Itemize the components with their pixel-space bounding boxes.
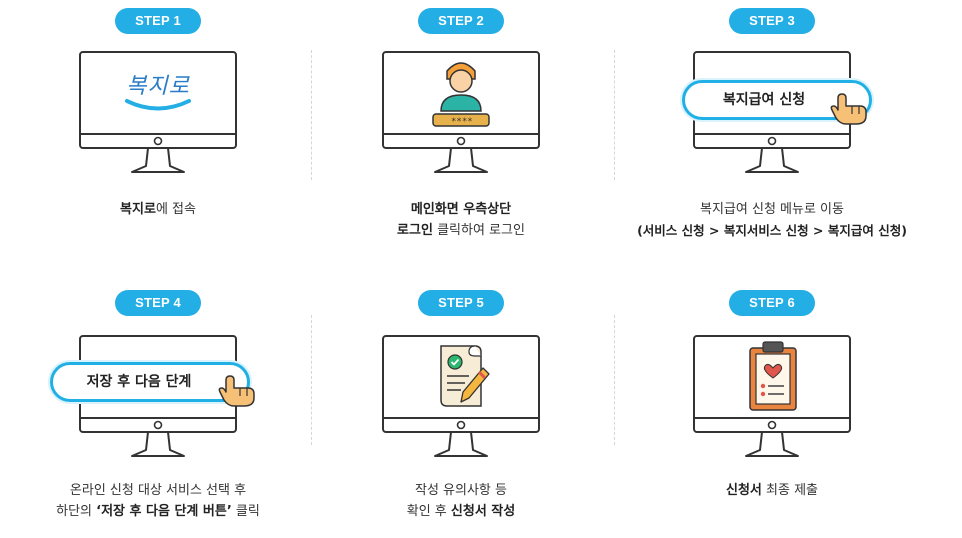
step-badge: STEP 3 (729, 8, 815, 34)
step-caption: 복지로에 접속 (8, 199, 308, 220)
column-divider (614, 50, 615, 180)
caption-text: 최종 제출 (761, 483, 818, 498)
caption-text: 에 접속 (155, 202, 196, 217)
clipboard-heart-icon (749, 341, 797, 411)
user-login-icon: **** (432, 62, 490, 127)
step-caption: 신청서 최종 제출 (622, 480, 922, 501)
caption-text: 복지급여 신청 메뉴로 이동 (700, 202, 844, 217)
step-badge: STEP 6 (729, 290, 815, 316)
step-caption: 온라인 신청 대상 서비스 선택 후 하단의 ‘저장 후 다음 단계 버튼’ 클… (8, 480, 308, 522)
caption-bold: 로그인 (397, 223, 433, 238)
password-mask: **** (451, 117, 473, 127)
bokjiro-logo-text: 복지로 (126, 74, 190, 99)
caption-bold: ‘저장 후 다음 단계 버튼’ (96, 504, 232, 519)
button-label: 복지급여 신청 (722, 92, 806, 108)
step-caption: 메인화면 우측상단 로그인 클릭하여 로그인 (311, 199, 611, 241)
caption-bold: 신청서 (726, 483, 762, 498)
step-badge: STEP 1 (115, 8, 201, 34)
caption-text: 하단의 (56, 504, 97, 519)
column-divider (311, 315, 312, 445)
pointing-hand-icon (830, 93, 867, 125)
monitor-icon (79, 51, 237, 173)
step-badge: STEP 4 (115, 290, 201, 316)
caption-text: 확인 후 (406, 504, 451, 519)
step-caption: 복지급여 신청 메뉴로 이동 (서비스 신청 > 복지서비스 신청 > 복지급여… (602, 199, 942, 242)
caption-text: 클릭하여 로그인 (432, 223, 525, 238)
column-divider (311, 50, 312, 180)
button-label: 저장 후 다음 단계 (86, 374, 192, 390)
apply-welfare-button[interactable]: 복지급여 신청 (682, 80, 872, 120)
bokjiro-logo: 복지로 (108, 64, 208, 124)
caption-bold: 신청서 작성 (450, 504, 516, 519)
caption-text: 클릭 (231, 504, 260, 519)
caption-bold: 복지로 (120, 202, 156, 217)
caption-text: 온라인 신청 대상 서비스 선택 후 (69, 483, 247, 498)
pointing-hand-icon (218, 375, 255, 407)
step-badge: STEP 2 (418, 8, 504, 34)
save-next-step-button[interactable]: 저장 후 다음 단계 (50, 362, 250, 402)
step-badge: STEP 5 (418, 290, 504, 316)
caption-bold: (서비스 신청 > 복지서비스 신청 > 복지급여 신청) (637, 223, 907, 238)
step-caption: 작성 유의사항 등 확인 후 신청서 작성 (311, 480, 611, 522)
document-pen-icon (440, 345, 490, 407)
caption-bold: 메인화면 우측상단 (410, 202, 512, 217)
caption-text: 작성 유의사항 등 (415, 483, 507, 498)
column-divider (614, 315, 615, 445)
